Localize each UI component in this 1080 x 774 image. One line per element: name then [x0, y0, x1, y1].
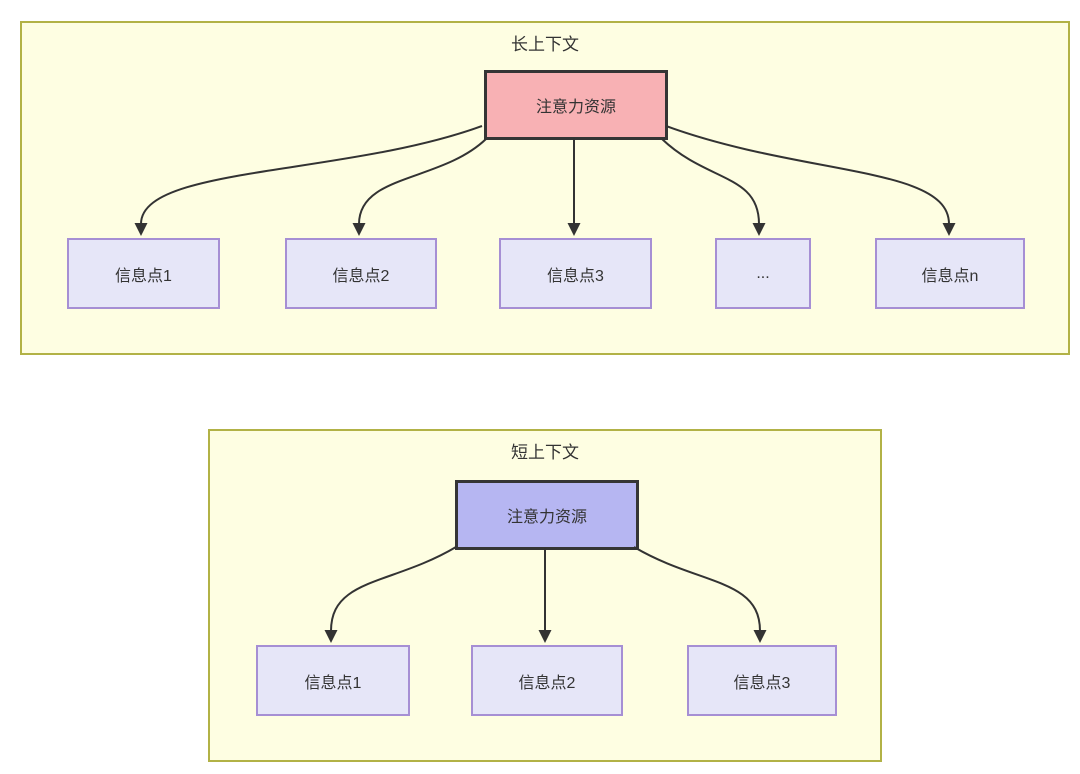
- short-context-leaf-2-label: 信息点2: [518, 674, 576, 692]
- long-context-root-node: 注意力资源: [484, 70, 668, 140]
- long-context-leaf-1-label: 信息点1: [115, 267, 172, 285]
- long-context-leaf-1: 信息点1: [67, 238, 220, 309]
- long-context-leaf-ellipsis: ...: [715, 238, 811, 309]
- long-context-leaf-3-label: 信息点3: [547, 267, 604, 285]
- short-context-container: 短上下文 注意力资源 信息点1 信息点2 信息点3: [208, 429, 882, 762]
- long-context-leaf-ellipsis-label: ...: [756, 264, 770, 282]
- long-context-leaf-2: 信息点2: [285, 238, 437, 309]
- long-context-container: 长上下文 注意力资源 信息点1 信息点2 信息点3 ... 信息点n: [20, 21, 1070, 355]
- long-context-title: 长上下文: [511, 35, 579, 54]
- long-context-leaf-n: 信息点n: [875, 238, 1025, 309]
- short-context-root-label: 注意力资源: [506, 509, 587, 526]
- short-context-leaf-1: 信息点1: [256, 645, 410, 716]
- long-context-leaf-3: 信息点3: [499, 238, 652, 309]
- long-context-root-label: 注意力资源: [535, 99, 616, 116]
- long-context-leaf-n-label: 信息点n: [921, 267, 979, 285]
- short-context-leaf-3-label: 信息点3: [733, 674, 791, 692]
- short-context-leaf-3: 信息点3: [687, 645, 837, 716]
- long-context-leaf-2-label: 信息点2: [332, 267, 390, 285]
- short-context-root-node: 注意力资源: [455, 480, 639, 550]
- short-context-leaf-2: 信息点2: [471, 645, 623, 716]
- short-context-leaf-1-label: 信息点1: [304, 674, 362, 692]
- short-context-title: 短上下文: [511, 443, 579, 462]
